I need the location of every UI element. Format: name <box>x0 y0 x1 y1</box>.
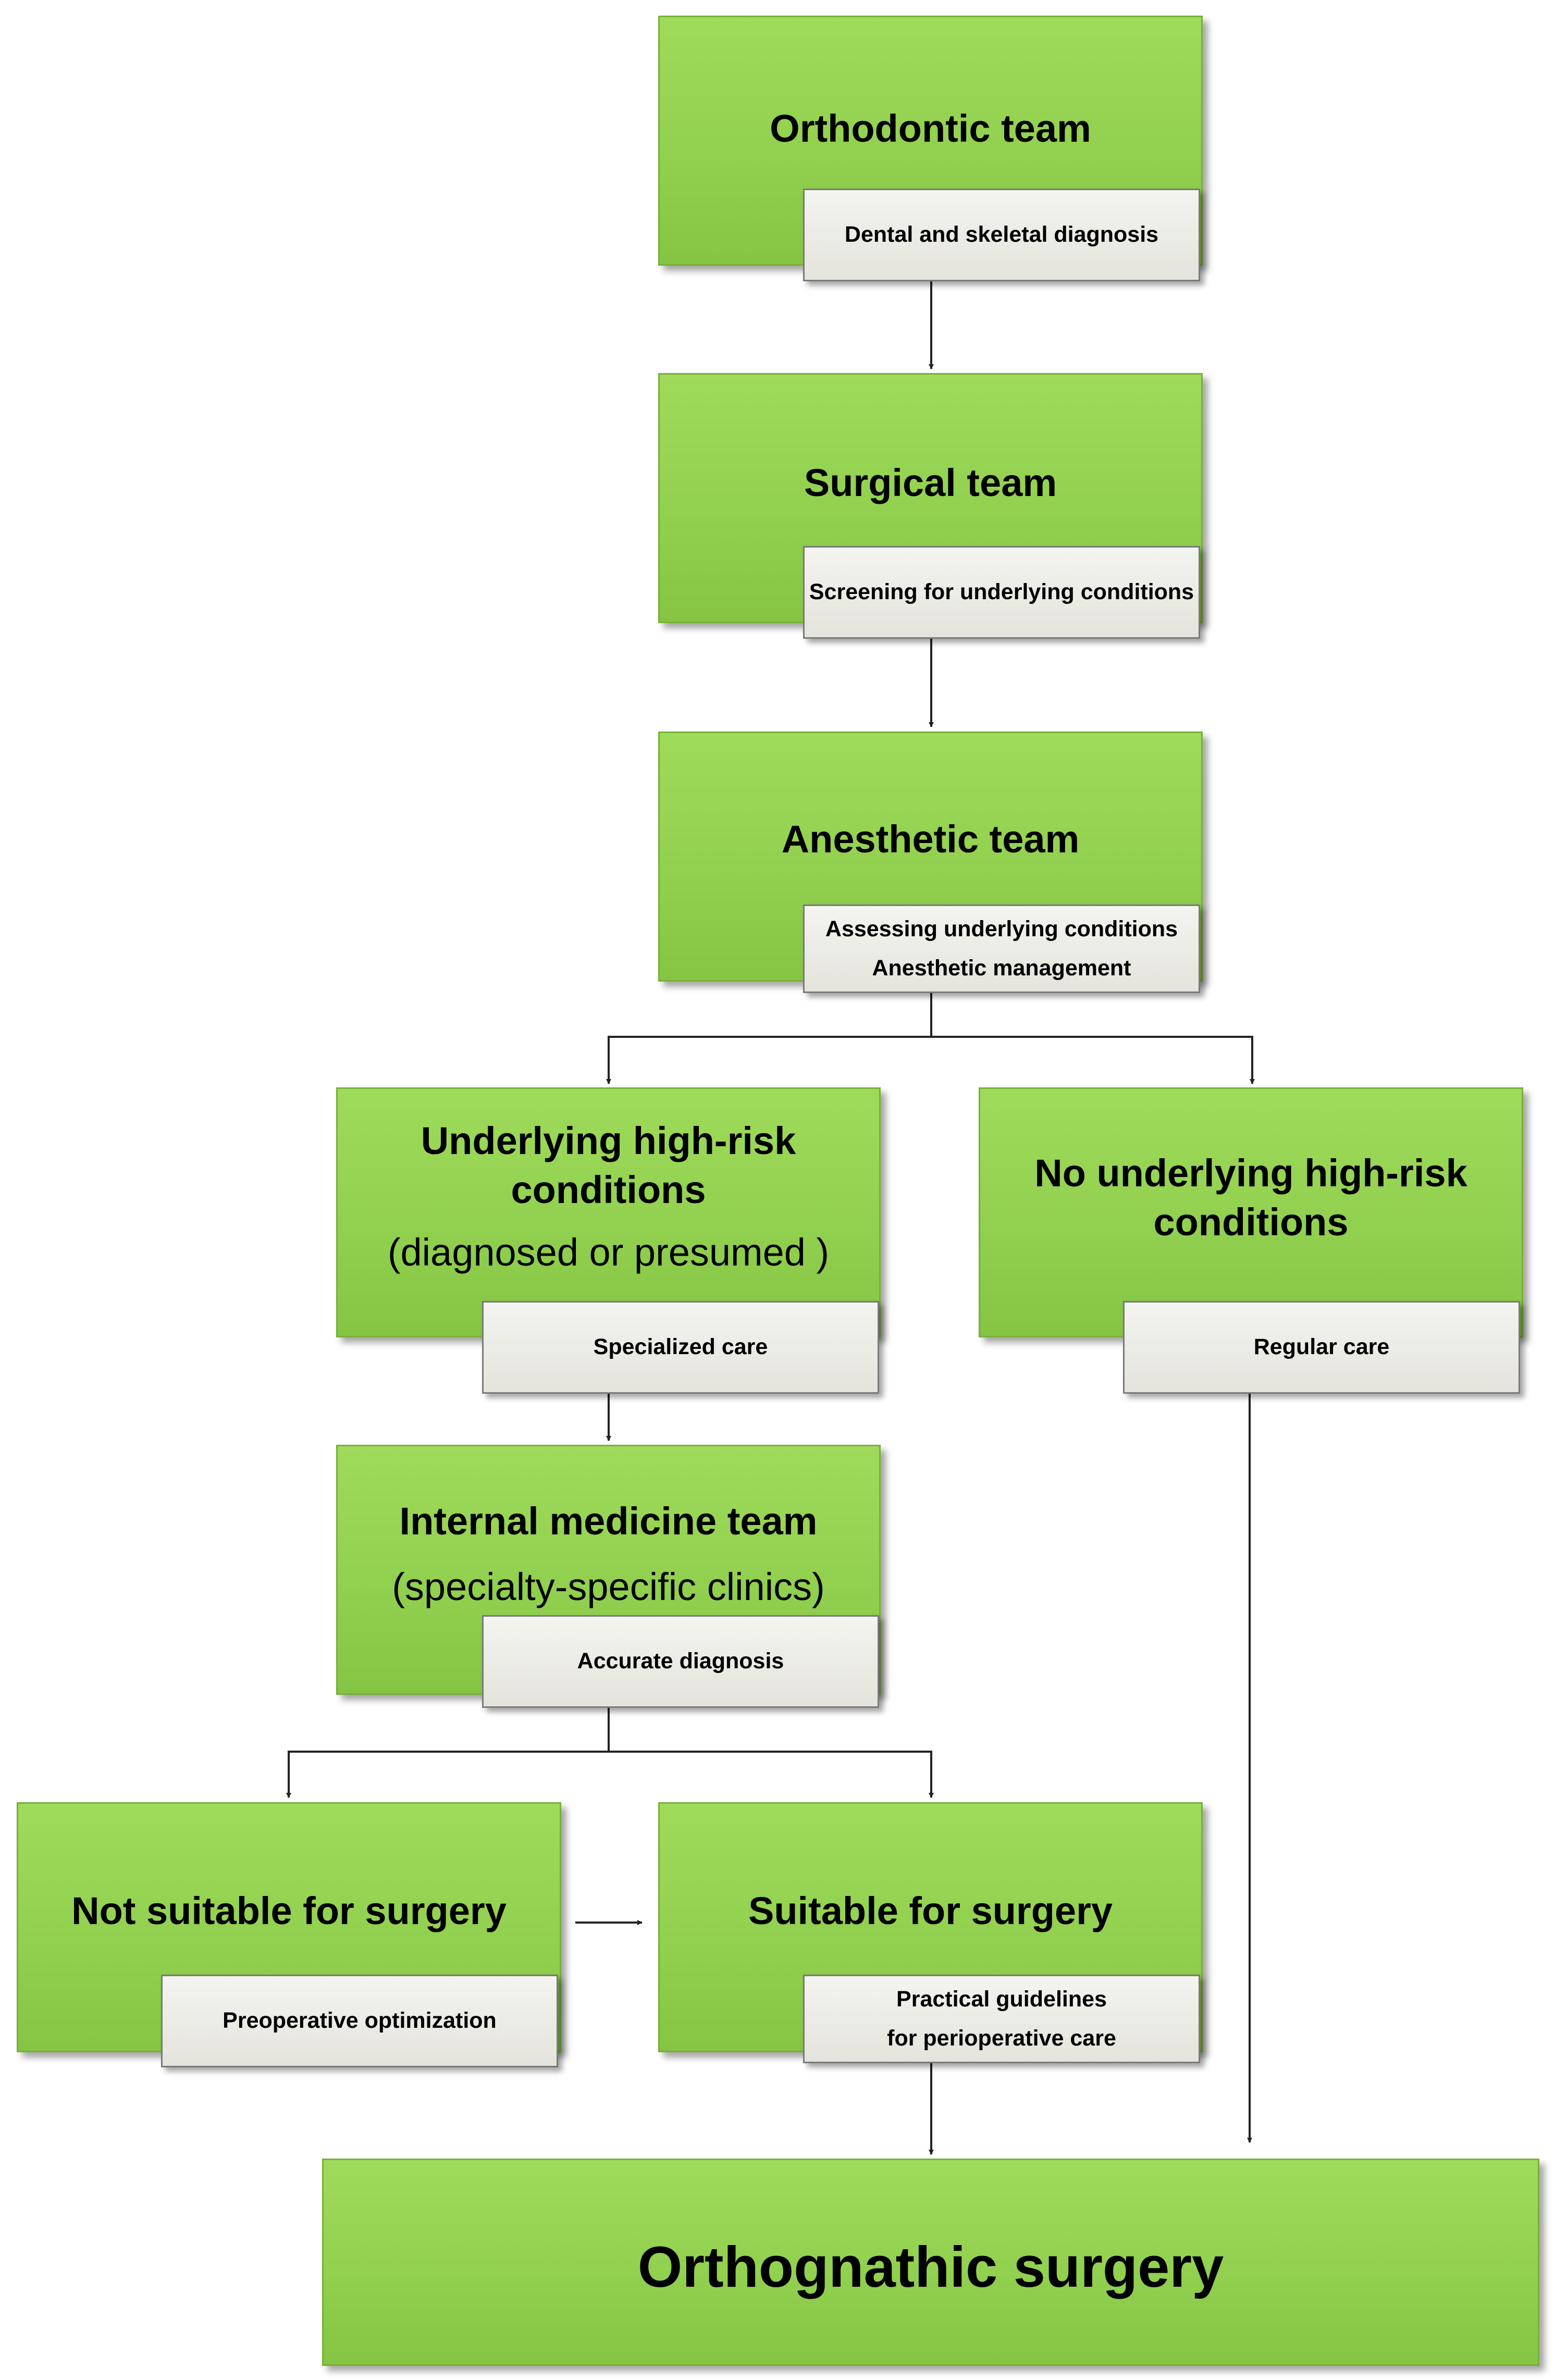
node-orthognathic-surgery: Orthognathic surgery <box>322 2159 1539 2366</box>
node-title: Anesthetic team <box>781 817 1080 861</box>
node-subtitle: (diagnosed or presumed ) <box>387 1231 830 1274</box>
node-title-line-1: Underlying high-risk <box>421 1119 796 1162</box>
arrow-internal-to-suitable <box>609 1751 934 1798</box>
tag-label: Accurate diagnosis <box>577 1648 784 1674</box>
node-title: Surgical team <box>804 461 1057 504</box>
tag-label: Preoperative optimization <box>223 2008 497 2034</box>
tag-line-2: Anesthetic management <box>872 956 1131 981</box>
node-title: Internal medicine team <box>399 1499 818 1543</box>
tag-label: Dental and skeletal diagnosis <box>844 222 1159 247</box>
node-subtitle: (specialty-specific clinics) <box>392 1565 825 1608</box>
node-title-line-2: conditions <box>511 1168 706 1211</box>
arrow-anesthetic-split <box>608 993 932 1084</box>
node-title-line-1: No underlying high-risk <box>1034 1151 1467 1195</box>
arrow-internal-split <box>286 1708 610 1798</box>
node-title: Suitable for surgery <box>748 1889 1113 1932</box>
node-no-high-risk-conditions: No underlying high-risk conditions <box>979 1087 1523 1337</box>
tag-label: Regular care <box>1253 1334 1390 1360</box>
tag-line-2: for perioperative care <box>887 2026 1116 2051</box>
node-title: Not suitable for surgery <box>71 1889 507 1932</box>
tag-specialized-care: Specialized care <box>482 1301 879 1394</box>
tag-anesthetic-assessment: Assessing underlying conditions Anesthet… <box>803 904 1200 993</box>
tag-regular-care: Regular care <box>1123 1301 1520 1394</box>
node-title-line-2: conditions <box>1153 1200 1349 1244</box>
tag-label: Specialized care <box>593 1334 768 1360</box>
tag-screening-underlying-conditions: Screening for underlying conditions <box>803 546 1200 639</box>
node-high-risk-conditions: Underlying high-risk conditions (diagnos… <box>336 1087 881 1337</box>
tag-dental-skeletal-diagnosis: Dental and skeletal diagnosis <box>803 189 1200 281</box>
tag-line-1: Practical guidelines <box>896 1986 1107 2012</box>
tag-accurate-diagnosis: Accurate diagnosis <box>482 1615 879 1708</box>
tag-preoperative-optimization: Preoperative optimization <box>161 1975 558 2067</box>
node-title: Orthognathic surgery <box>637 2235 1224 2299</box>
arrow-anesthetic-to-no-risk <box>931 1036 1255 1084</box>
tag-line-1: Assessing underlying conditions <box>825 916 1178 941</box>
tag-perioperative-guidelines: Practical guidelines for perioperative c… <box>803 1975 1200 2063</box>
tag-label: Screening for underlying conditions <box>809 579 1194 605</box>
node-title: Orthodontic team <box>770 107 1091 150</box>
